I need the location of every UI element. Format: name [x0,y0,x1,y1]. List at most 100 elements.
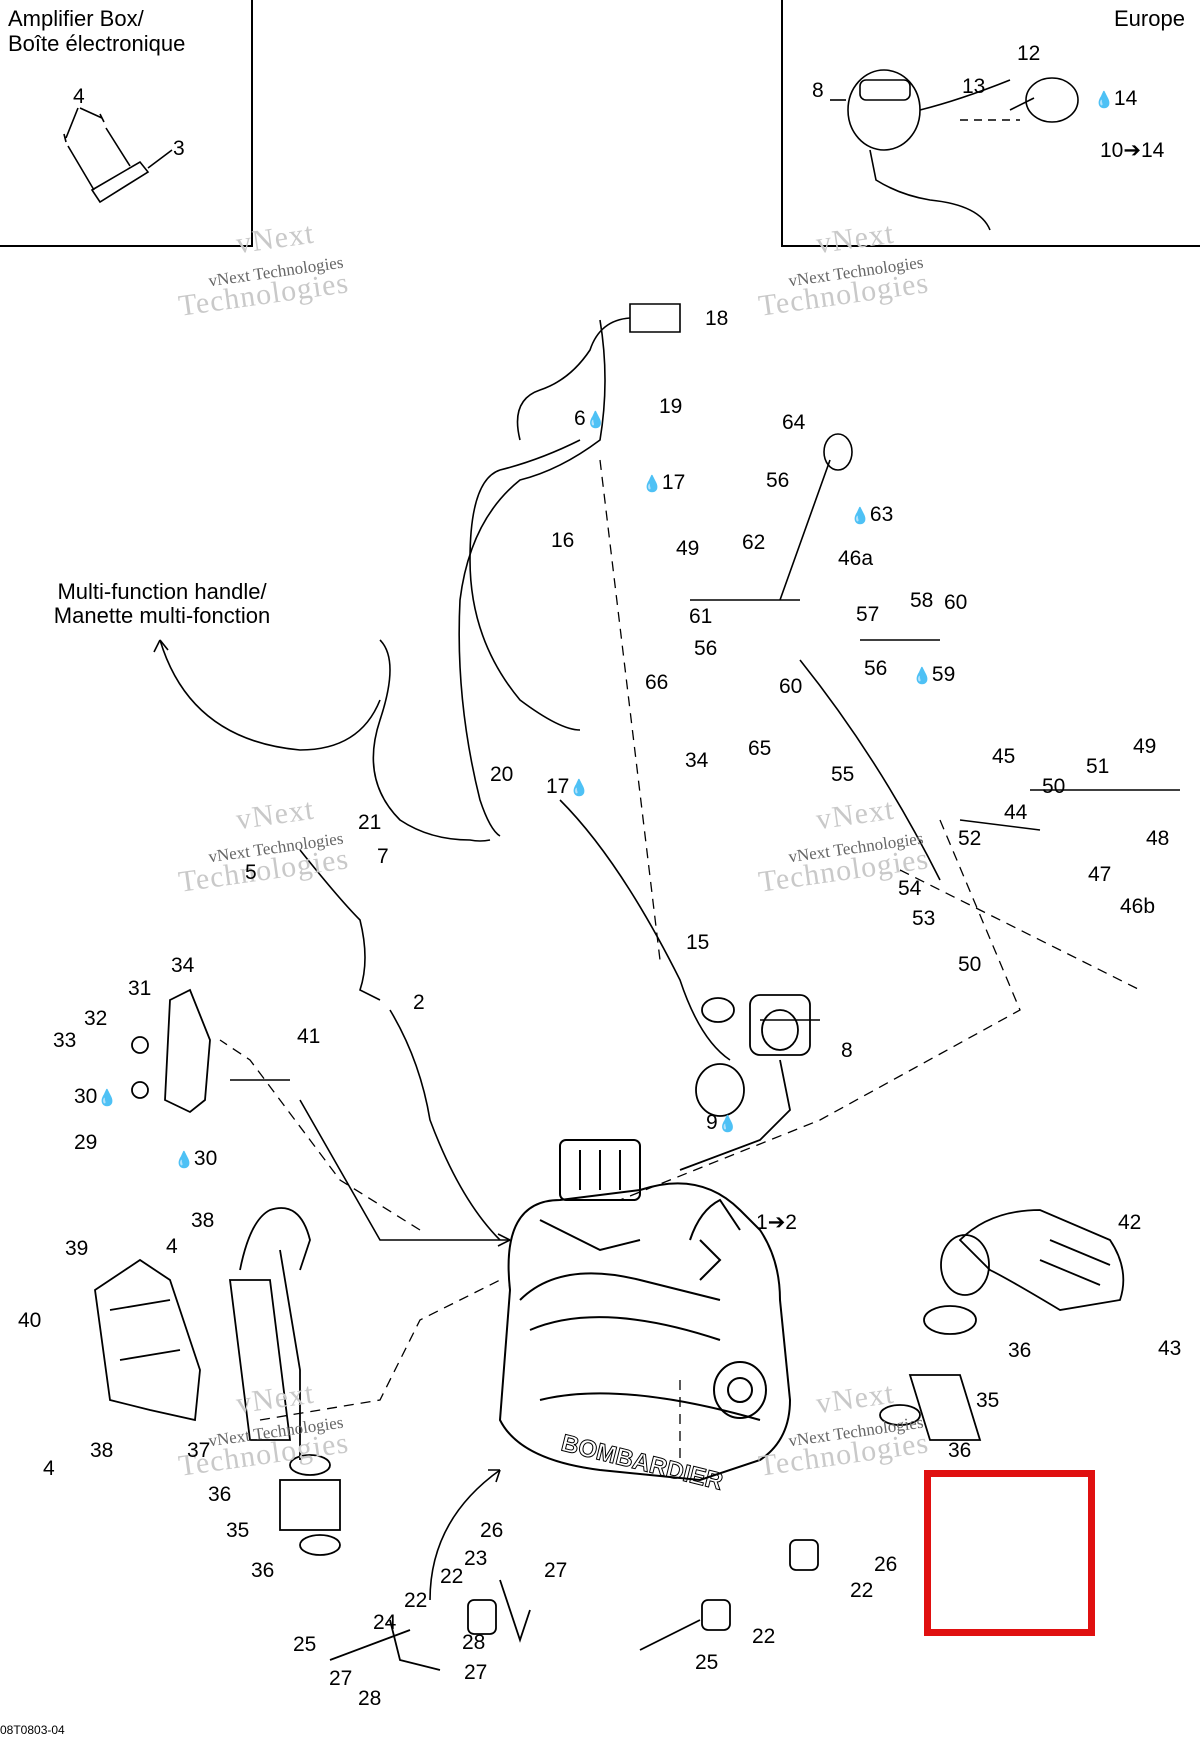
callout: 51 [1086,755,1110,778]
callout: 48 [1146,827,1170,850]
callout: 32 [84,1007,108,1030]
callout: 4 [73,85,85,108]
clamp-upper [923,1305,977,1335]
callout: 9💧 [706,1111,738,1134]
callout: 52 [958,827,982,850]
callout: 21 [358,811,382,834]
handle-arc [159,639,381,751]
multi-function-handle-label: Multi-function handle/ Manette multi-fon… [12,580,312,628]
callout: 57 [856,603,880,626]
callout: 53 [912,907,936,930]
callout: 29 [74,1131,98,1154]
callout: 35 [976,1389,1000,1412]
callout: 12 [1017,42,1041,65]
callout: 💧63 [850,503,894,526]
callout: 18 [705,307,729,330]
callout: 💧30 [174,1147,218,1170]
callout: 8 [841,1039,853,1062]
callout: 💧59 [912,663,956,686]
amplifier-title-line2: Boîte électronique [8,31,186,56]
callout: 22 [440,1565,464,1588]
callout: 56 [766,469,790,492]
lubricant-drop-icon: 💧 [585,412,606,429]
spark-wire [389,1009,501,1241]
callout: 4 [166,1235,178,1258]
sleeve-lower [279,1479,341,1531]
europe-inset-frame [781,0,1200,247]
callout: 38 [191,1209,215,1232]
callout: 55 [831,763,855,786]
lubricant-drop-icon: 💧 [569,780,590,797]
heat-shield [94,1258,201,1422]
callout: 25 [695,1651,719,1674]
callout: 50 [1042,775,1066,798]
callout: 26 [874,1553,898,1576]
engine [498,1139,792,1482]
air-duct [940,1209,1125,1311]
throttle-cable [458,319,606,837]
callout: 7 [377,845,389,868]
callout: 36 [1008,1339,1032,1362]
lubricant-drop-icon: 💧 [642,476,662,493]
callout: 31 [128,977,152,1000]
callout: 56 [694,637,718,660]
callout: 34 [171,954,195,977]
lubricant-drop-icon: 💧 [97,1090,118,1107]
sensor-wire [299,849,381,1001]
callout: 27 [464,1661,488,1684]
callout: 56 [864,657,888,680]
callout: 19 [659,395,683,418]
callout: 25 [293,1633,317,1656]
exhaust-pipe [228,1207,311,1460]
callout: 36 [251,1559,275,1582]
callout: 22 [752,1625,776,1648]
callout: 46a [838,547,874,570]
callout: 43 [1158,1337,1182,1360]
callout: 28 [462,1631,486,1654]
callout: 28 [358,1687,382,1710]
callout: 4 [43,1457,55,1480]
lubricant-drop-icon: 💧 [912,668,932,685]
lubricant-drop-icon: 💧 [850,508,870,525]
callout: 62 [742,531,766,554]
lubricant-drop-icon: 💧 [717,1116,738,1133]
callout: 15 [686,931,710,954]
callout: 💧17 [642,471,686,494]
callout: 26 [480,1519,504,1542]
callout: 22 [404,1589,428,1612]
shift-cable [799,659,941,881]
callout: 45 [992,745,1016,768]
callout: 27 [544,1559,568,1582]
callout: 8 [812,79,824,102]
handle-label-line2: Manette multi-fonction [53,603,271,628]
clamp-lower [879,1404,921,1426]
callout: 10➔14 [1100,139,1165,162]
arrow-right-icon: ➔ [1123,139,1141,162]
callout: 36 [208,1483,232,1506]
callout: 20 [490,763,514,786]
callout: 60 [779,675,803,698]
callout: 47 [1088,863,1112,886]
carb-cable [559,799,731,1061]
callout: 37 [187,1439,211,1462]
amplifier-box-part [63,107,173,204]
callout: 38 [90,1439,114,1462]
switch-wire [516,317,631,441]
callout: 16 [551,529,575,552]
callout: 36 [948,1439,972,1462]
harness [372,639,491,842]
callout: 35 [226,1519,250,1542]
callout: 2 [413,991,425,1014]
callout: 61 [689,605,713,628]
shift-rod [779,459,831,601]
callout: 24 [373,1611,397,1634]
callout: 39 [65,1237,89,1260]
callout: 41 [297,1025,321,1048]
callout: 64 [782,411,806,434]
handle-label-line1: Multi-function handle/ [57,579,267,604]
callout: 65 [748,737,772,760]
amplifier-inset-title: Amplifier Box/ Boîte électronique [8,6,185,56]
lubricant-drop-icon: 💧 [1094,92,1114,109]
callout: 40 [18,1309,42,1332]
